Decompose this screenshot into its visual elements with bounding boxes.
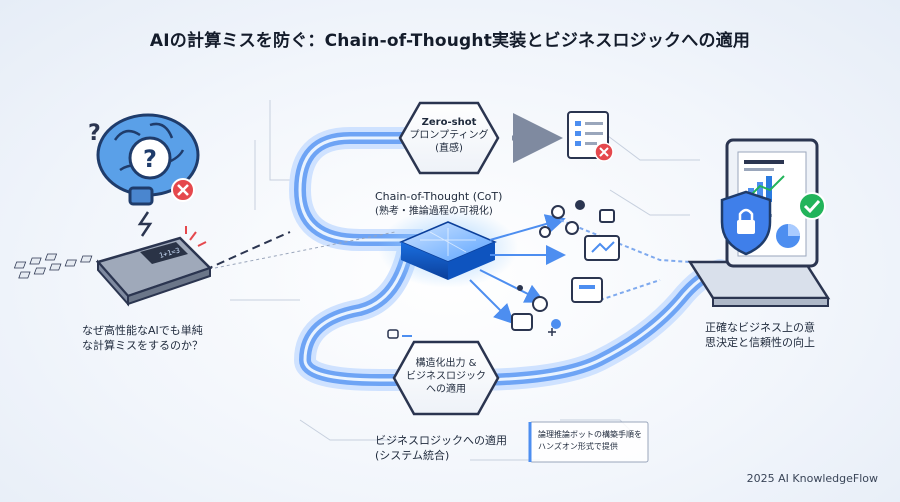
calculator-connector	[204, 231, 291, 271]
cot-processor-cube	[378, 208, 518, 288]
svg-text:?: ?	[143, 145, 157, 173]
zero-shot-hexagon	[398, 101, 500, 175]
checklist-document-icon	[567, 111, 614, 162]
shield-lock-icon	[720, 190, 772, 256]
reasoning-branches	[469, 214, 691, 325]
zero-shot-label: Zero-shot プロンプティング (直感)	[409, 117, 489, 154]
error-x-icon	[171, 178, 195, 202]
network-nodes	[511, 200, 620, 331]
structured-output-hexagon	[392, 340, 500, 416]
alert-marks	[185, 226, 207, 247]
question-text: なぜ高性能なAIでも単純 な計算ミスをするのか？	[82, 324, 203, 352]
small-question-icon: ?	[88, 121, 101, 146]
integration-marks	[387, 328, 556, 339]
business-logic-label: ビジネスロジックへの適用 (システム統合)	[375, 434, 507, 462]
calculator-connector-2	[214, 231, 396, 269]
note-box	[528, 421, 649, 463]
page-title: AIの計算ミスを防ぐ：Chain-of-Thought実装とビジネスロジックへの…	[149, 31, 751, 51]
question-mark-icon: ?	[128, 136, 172, 180]
lightning-icon	[137, 211, 153, 237]
structured-output-label: 構造化出力 & ビジネスロジック への適用	[406, 358, 486, 395]
calculator-icon	[13, 236, 213, 307]
credit-text: 2025 AI KnowledgeFlow	[746, 472, 878, 485]
svg-text:?: ?	[88, 121, 101, 146]
result-text: 正確なビジネス上の意 思決定と信頼性の向上	[705, 321, 815, 349]
note-text: 論理推論ボットの構築手順を ハンズオン形式で提供	[538, 430, 642, 451]
main-flow-path	[288, 127, 731, 391]
cot-label: Chain-of-Thought (CoT) (熟考・推論過程の可視化)	[375, 190, 503, 217]
success-check-icon	[798, 192, 826, 220]
